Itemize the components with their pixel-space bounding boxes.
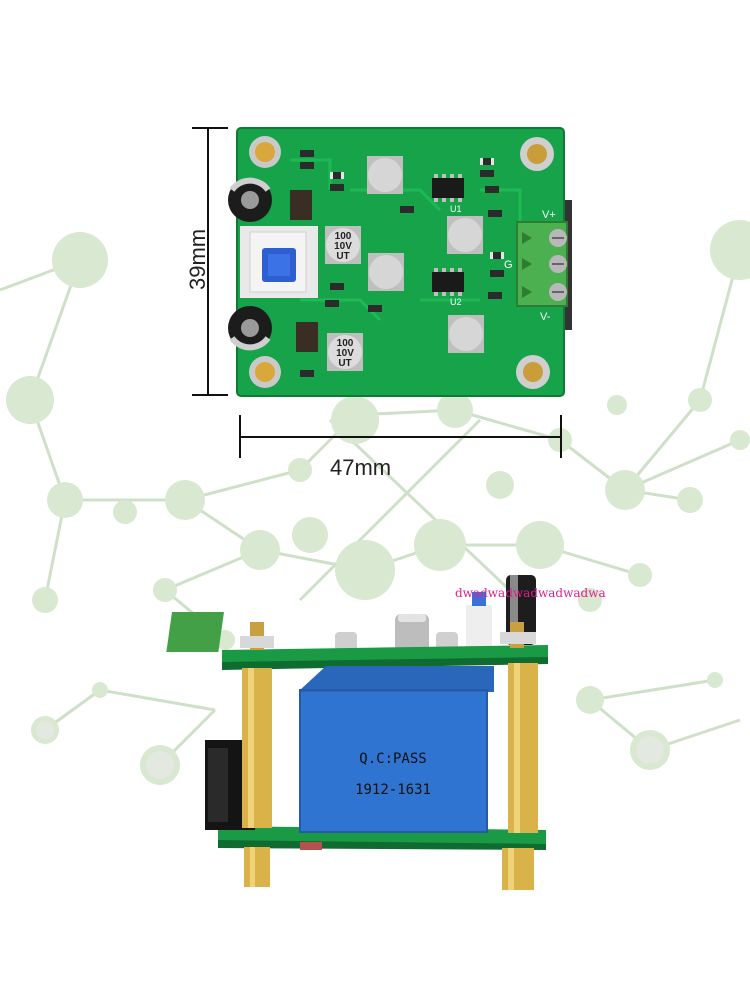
smd-capacitor [367,156,403,194]
screw-terminal [516,221,568,307]
ic-chip [432,174,464,202]
terminal-label-vplus: V+ [542,209,556,221]
electrolytic-capacitor [228,306,272,351]
transformer-label-code: 1912-1631 [355,782,431,798]
smd-capacitor [368,253,404,291]
mounting-hole [520,137,554,171]
transformer [299,666,494,833]
ic-chip [432,268,464,296]
chip-label: U1 [450,204,462,214]
chip-label: U2 [450,297,462,307]
smd-capacitor [447,216,483,254]
width-dimension-label: 47mm [330,455,392,480]
brass-standoff [242,622,272,887]
capacitor-marking: 10V [336,348,354,359]
smd-capacitor [327,333,363,371]
capacitor-marking: 10V [334,241,352,252]
smd-capacitor [448,315,484,353]
mounting-hole [249,136,281,168]
electrolytic-capacitor [228,177,272,222]
watermark-text: dwadwadwadwadwadwa [455,586,606,600]
terminal-label-gnd: G [504,259,513,271]
capacitor-marking: UT [338,358,351,369]
smd-capacitor [325,226,361,264]
brass-standoff [502,622,538,890]
transformer-label-qc: Q.C:PASS [359,751,426,767]
mounting-hole [516,355,550,389]
tactile-switch [240,226,318,298]
mounting-hole [249,356,281,388]
capacitor-marking: 100 [337,338,354,349]
terminal-label-vminus: V- [540,311,551,323]
capacitor-marking: 100 [335,231,352,242]
capacitor-marking: UT [336,251,349,262]
